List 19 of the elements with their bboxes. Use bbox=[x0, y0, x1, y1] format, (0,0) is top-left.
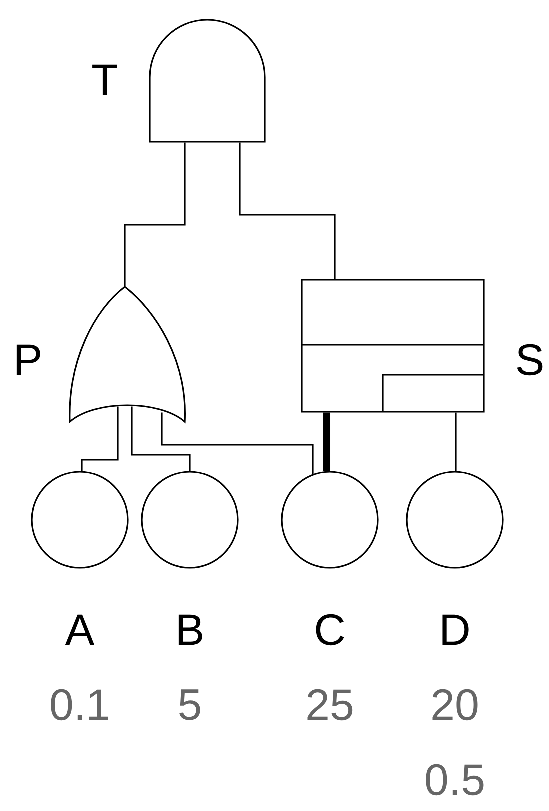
value-label: 20 bbox=[432, 689, 478, 721]
node-label: B bbox=[178, 614, 202, 646]
connector-line bbox=[131, 406, 191, 472]
connector-line bbox=[239, 142, 336, 280]
connector-line bbox=[161, 412, 314, 474]
node-label: S bbox=[517, 344, 543, 376]
connector-line bbox=[124, 142, 186, 286]
node-label: C bbox=[316, 614, 344, 646]
node-label: D bbox=[442, 614, 469, 646]
connector-line bbox=[455, 412, 457, 472]
value-label: 0.5 bbox=[426, 764, 484, 796]
connector-line bbox=[324, 412, 330, 472]
node-label: P bbox=[16, 344, 40, 376]
value-label: 0.1 bbox=[51, 689, 108, 721]
connector-line bbox=[81, 406, 119, 472]
value-label: 25 bbox=[308, 689, 353, 721]
node-label: T bbox=[92, 64, 118, 96]
node-label: A bbox=[65, 614, 95, 646]
value-label: 5 bbox=[180, 690, 200, 720]
